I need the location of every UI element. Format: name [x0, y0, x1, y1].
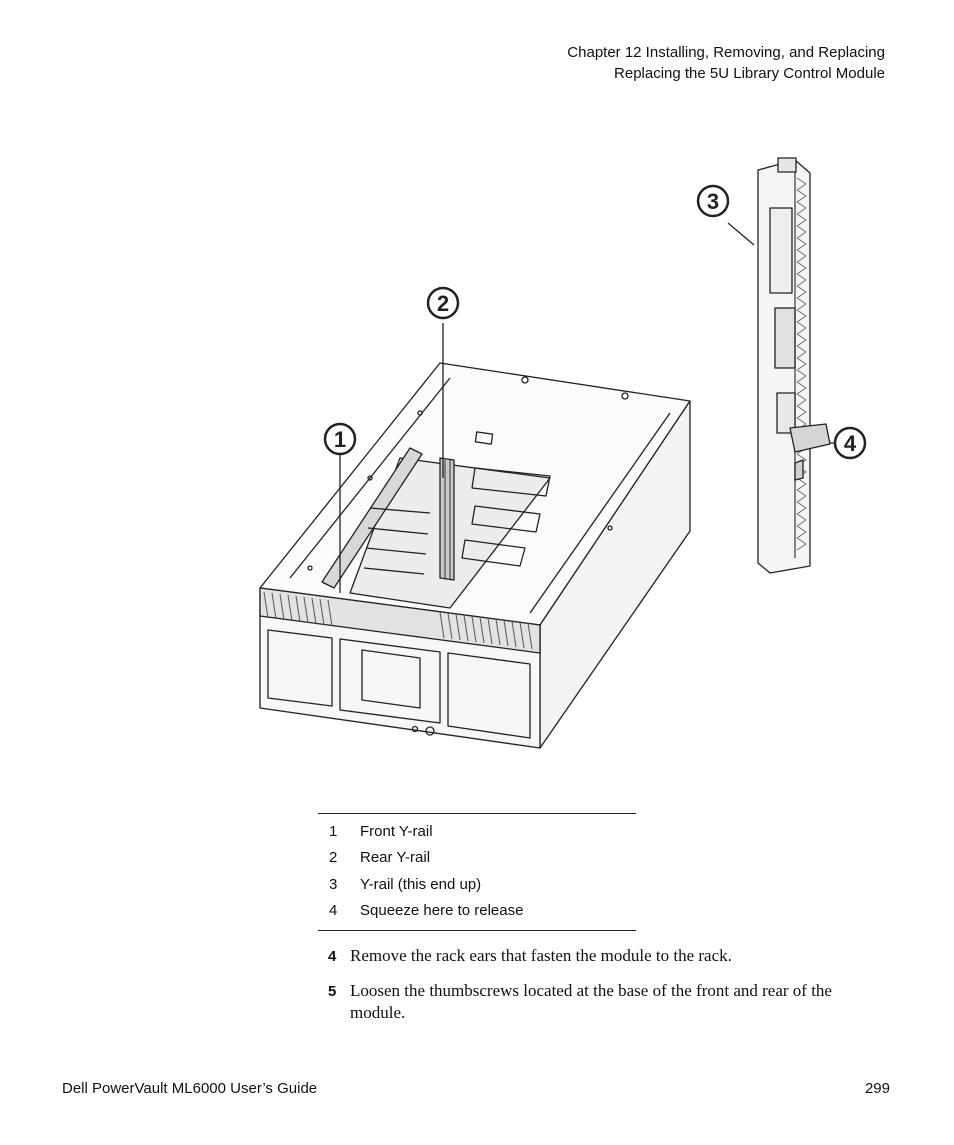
- svg-text:2: 2: [437, 291, 449, 316]
- page-header: Chapter 12 Installing, Removing, and Rep…: [567, 42, 885, 84]
- step-text: Remove the rack ears that fasten the mod…: [350, 946, 732, 965]
- legend-item: 1 Front Y-rail: [318, 818, 636, 845]
- callout-1: 1: [323, 422, 357, 456]
- step-text: Loosen the thumbscrews located at the ba…: [350, 981, 832, 1022]
- section-title: Replacing the 5U Library Control Module: [614, 65, 885, 82]
- legend-label: Rear Y-rail: [360, 849, 431, 867]
- chapter-title: Chapter 12 Installing, Removing, and Rep…: [567, 44, 885, 61]
- step-number: 4: [328, 948, 337, 965]
- footer-guide-title: Dell PowerVault ML6000 User’s Guide: [62, 1080, 318, 1097]
- step-item: 5 Loosen the thumbscrews located at the …: [328, 980, 888, 1024]
- legend-number: 1: [329, 822, 338, 840]
- legend-item: 3 Y-rail (this end up): [318, 871, 636, 898]
- procedure-steps: 4 Remove the rack ears that fasten the m…: [328, 945, 888, 1036]
- legend-label: Squeeze here to release: [360, 902, 524, 920]
- callout-2: 2: [426, 286, 460, 320]
- svg-text:1: 1: [334, 427, 346, 452]
- legend-label: Front Y-rail: [360, 822, 433, 840]
- legend-item: 4 Squeeze here to release: [318, 898, 636, 925]
- page-number: 299: [864, 1080, 890, 1097]
- callout-4: 4: [833, 426, 867, 460]
- legend-label: Y-rail (this end up): [360, 875, 482, 893]
- callout-3: 3: [696, 184, 730, 218]
- legend-number: 2: [329, 849, 338, 867]
- library-module-illustration: 1 2 3 4: [250, 148, 880, 758]
- legend-item: 2 Rear Y-rail: [318, 845, 636, 872]
- legend-number: 3: [329, 875, 338, 893]
- figure-legend: 1 Front Y-rail 2 Rear Y-rail 3 Y-rail (t…: [318, 813, 636, 931]
- legend-number: 4: [329, 902, 338, 920]
- illustration-svg: 1 2 3 4: [259, 157, 867, 749]
- step-item: 4 Remove the rack ears that fasten the m…: [328, 945, 888, 968]
- svg-text:3: 3: [707, 189, 719, 214]
- svg-text:4: 4: [844, 431, 857, 456]
- step-number: 5: [328, 983, 337, 1000]
